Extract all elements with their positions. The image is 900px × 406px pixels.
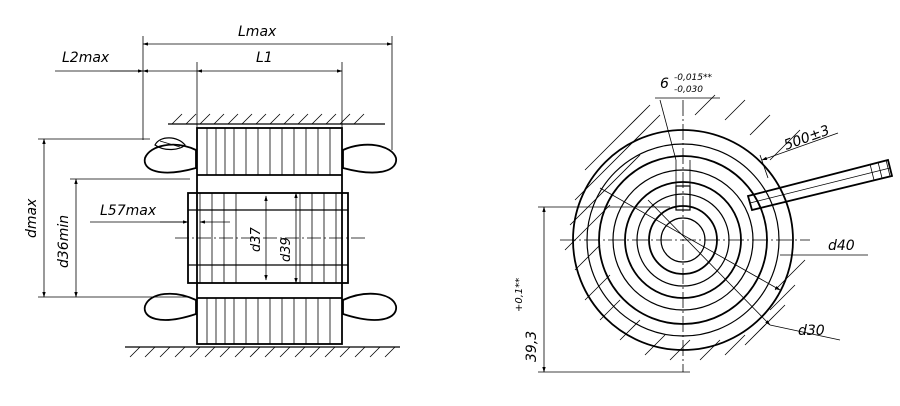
l57max-label: L57max <box>100 203 157 219</box>
l1-label: L1 <box>256 50 273 66</box>
d39-label: d39 <box>279 237 294 262</box>
d37-label: d37 <box>249 226 264 252</box>
slot-tol-upper-label: -0,015** <box>674 73 713 83</box>
side-dimension-lines <box>538 97 868 373</box>
lmax-label: Lmax <box>238 24 277 40</box>
height-tol-label: +0,1** <box>514 278 525 312</box>
terminal-lugs <box>143 137 397 321</box>
slot-tol-lower-label: -0,030 <box>674 85 703 95</box>
side-view-hatch <box>564 94 806 361</box>
height-label: 39,3 <box>524 331 540 362</box>
slip-ring-body <box>175 127 365 345</box>
lead-length-label: 500±3 <box>782 123 832 154</box>
side-view: 6 -0,015** -0,030 500±3 d40 d30 39,3 +0,… <box>514 73 894 373</box>
l2max-label: L2max <box>62 50 110 66</box>
bottom-support-hatch <box>125 346 400 358</box>
front-view: Lmax L2max L1 L57max dmax d36min d37 d39 <box>24 24 400 358</box>
dmax-label: dmax <box>24 198 40 238</box>
lead-cable <box>746 158 894 212</box>
slot-width-label: 6 <box>660 76 669 92</box>
top-support-hatch <box>168 113 385 125</box>
d40-label: d40 <box>828 238 855 254</box>
d30-label: d30 <box>798 323 825 339</box>
d36min-label: d36min <box>56 215 72 268</box>
front-dimension-lines <box>38 36 393 298</box>
